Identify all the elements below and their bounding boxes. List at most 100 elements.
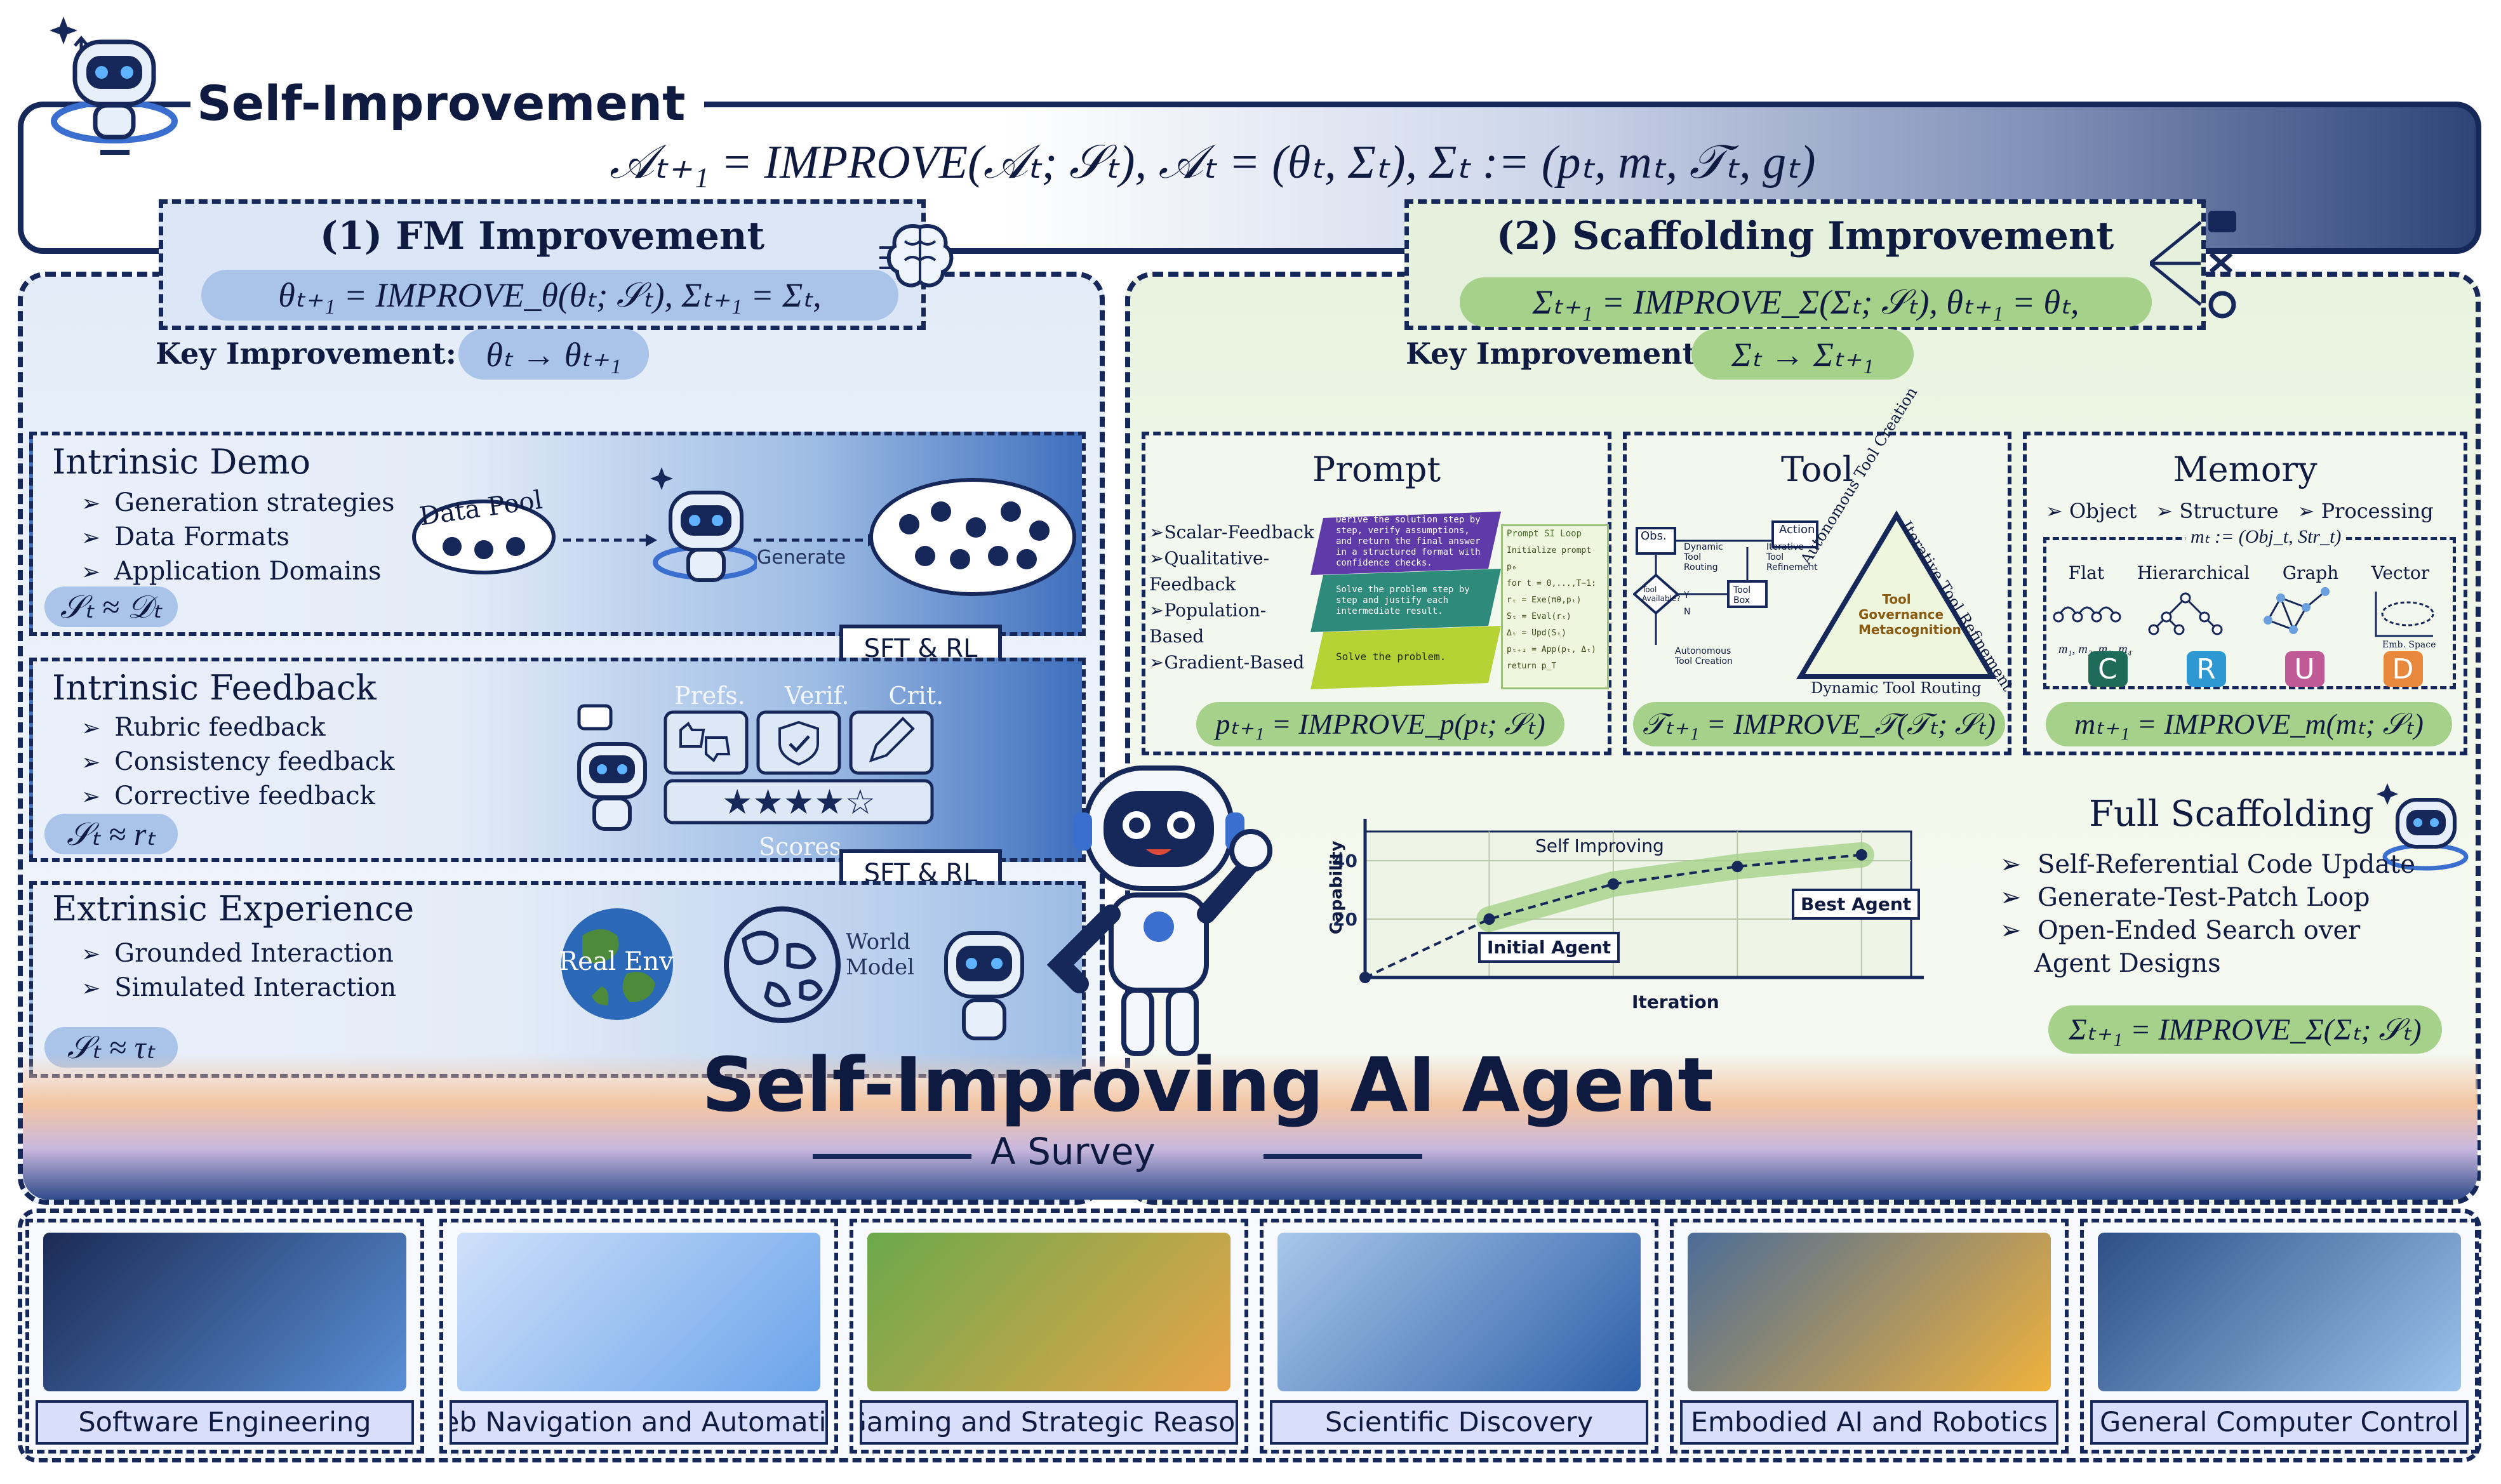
chart-xlabel: Iteration: [1632, 991, 1719, 1012]
survey-title: Self-Improving AI Agent: [702, 1041, 1714, 1129]
scientific-discovery-card: Scientific Discovery: [1260, 1219, 1658, 1454]
memory-aspects: ➢ Object ➢ Structure ➢ Processing: [2046, 499, 2434, 523]
prompt-formula: pₜ₊₁ = IMPROVE_p(pₜ; 𝒮ₜ): [1196, 702, 1564, 746]
bullet-item: Grounded Interaction: [81, 937, 396, 971]
scaffolding-formula: Σₜ₊₁ = IMPROVE_Σ(Σₜ; 𝒮ₜ), θₜ₊₁ = θₜ,: [1460, 277, 2152, 327]
chart-point: [1483, 913, 1495, 925]
memory-aspect: ➢ Processing: [2297, 499, 2434, 523]
prompt-layer-3: Solve the problem.: [1336, 651, 1446, 663]
intrinsic-feedback-section: Intrinsic Feedback Rubric feedback Consi…: [29, 658, 1086, 862]
bullet-item: ➢ Generate-Test-Patch Loop: [2000, 883, 2370, 912]
bullet-item: Corrective feedback: [81, 779, 395, 814]
gaming-card: Gaming and Strategic Reason: [850, 1219, 1248, 1454]
crud-create: C: [2088, 651, 2128, 687]
application-illustration: [1688, 1233, 2051, 1391]
intrinsic-feedback-bullets: Rubric feedback Consistency feedback Cor…: [81, 711, 395, 814]
bullet-item: Simulated Interaction: [81, 971, 396, 1005]
extrinsic-title: Extrinsic Experience: [52, 889, 415, 929]
generate-label: Generate: [757, 547, 846, 569]
main-formula: 𝒜ₜ₊₁ = IMPROVE(𝒜ₜ; 𝒮ₜ), 𝒜ₜ = (θₜ, Σₜ), Σ…: [610, 136, 1816, 189]
prefs-label: Prefs.: [674, 682, 745, 710]
prompt-method: ➢Qualitative-Feedback: [1149, 548, 1270, 595]
scores-label: Scores: [759, 833, 842, 861]
tool-yes: Y: [1684, 590, 1690, 600]
memory-title: Memory: [2173, 449, 2318, 489]
best-agent-annotation: Best Agent: [1792, 889, 1921, 920]
chart-axes: [1363, 819, 1924, 979]
self-improvement-title: Self-Improvement: [190, 75, 705, 131]
memory-box: Memory ➢ Object ➢ Structure ➢ Processing…: [2023, 432, 2467, 755]
chart-series-line: [1364, 853, 1862, 979]
brain-icon: [879, 224, 954, 288]
application-label: Gaming and Strategic Reason: [860, 1400, 1238, 1445]
fm-key-value: θₜ → θₜ₊₁: [458, 329, 649, 380]
scaffold-key-value: Σₜ → Σₜ₊₁: [1691, 329, 1914, 380]
bullet-item: Generation strategies: [81, 486, 394, 520]
extrinsic-bullets: Grounded Interaction Simulated Interacti…: [81, 937, 396, 1005]
application-illustration: [457, 1233, 820, 1391]
memory-type: Flat: [2068, 562, 2105, 583]
intrinsic-demo-formula: 𝒮ₜ ≈ 𝒟ₜ: [44, 586, 178, 627]
application-label: Embodied AI and Robotics: [1680, 1400, 2058, 1445]
memory-type: Graph: [2282, 562, 2339, 583]
application-label: General Computer Control: [2090, 1400, 2469, 1445]
generated-data-icon: [869, 478, 1076, 596]
software-engineering-card: Software Engineering: [25, 1219, 424, 1454]
world-model-icon: [724, 906, 841, 1023]
subtitle-rule-left: [813, 1154, 971, 1159]
chart-ytick: 40: [1333, 851, 1357, 871]
tool-flow-icon: [1633, 520, 1818, 645]
fm-key-label: Key Improvement:: [156, 336, 457, 371]
bullet-item: Application Domains: [81, 555, 395, 589]
verif-label: Verif.: [784, 682, 850, 710]
full-scaffolding-formula: Σₜ₊₁ = IMPROVE_Σ(Σₜ; 𝒮ₜ): [2048, 1005, 2442, 1054]
fm-formula: θₜ₊₁ = IMPROVE_θ(θₜ; 𝒮ₜ), Σₜ₊₁ = Σₜ,: [201, 270, 898, 321]
robot-mascot-icon: [1046, 765, 1272, 1056]
full-robot-icon: [2377, 783, 2469, 871]
tool-obs: Obs.: [1641, 529, 1667, 543]
chart-title: Self Improving: [1535, 835, 1664, 856]
chart-point: [1607, 878, 1619, 890]
bullet-item: Rubric feedback: [81, 711, 395, 745]
subtitle-rule-right: [1264, 1154, 1422, 1159]
application-illustration: [43, 1233, 406, 1391]
memory-types: Flat Hierarchical Graph Vector: [2052, 562, 2446, 583]
prompt-box: Prompt ➢Scalar-Feedback ➢Qualitative-Fee…: [1142, 432, 1611, 755]
chart-trend-band: [1476, 842, 1874, 932]
embodied-robotics-card: Embodied AI and Robotics: [1670, 1219, 2069, 1454]
web-navigation-card: Web Navigation and Automation: [439, 1219, 838, 1454]
data-pool-icon: [412, 500, 556, 574]
pool-arrow-icon: [563, 534, 657, 547]
applications-row: [18, 1209, 2481, 1462]
application-illustration: [2098, 1233, 2461, 1391]
tool-title: Tool: [1780, 449, 1854, 489]
fm-improvement-header: (1) FM Improvement θₜ₊₁ = IMPROVE_θ(θₜ; …: [159, 199, 926, 330]
small-robot-icon: [944, 931, 1024, 1040]
prompt-layer-1: Derive the solution step by step, verify…: [1336, 515, 1481, 568]
tool-toolbox: Tool Box: [1733, 585, 1751, 606]
vector-sublabel: Emb. Space: [2382, 640, 2436, 650]
earth-icon: [561, 908, 673, 1020]
prompt-title: Prompt: [1312, 449, 1441, 489]
tool-action: Action: [1779, 523, 1815, 536]
tool-box: Tool Obs. Action Dynamic Tool Routing It…: [1623, 384, 2017, 755]
robot-generator-icon: [650, 467, 757, 582]
full-scaffolding-title: Full Scaffolding: [2089, 793, 2374, 835]
intrinsic-demo-section: Intrinsic Demo Generation strategies Dat…: [29, 432, 1086, 636]
prompt-method: ➢Scalar-Feedback: [1149, 522, 1314, 543]
bullet-item: ➢ Self-Referential Code Update: [2000, 850, 2415, 879]
feedback-panel-icon: ★★★★☆: [664, 710, 934, 825]
memory-aspect: ➢ Structure: [2156, 499, 2279, 523]
memory-structures-icon: [2053, 587, 2434, 637]
prompt-loop-title: Prompt SI Loop: [1507, 529, 1582, 539]
memory-type: Hierarchical: [2137, 562, 2250, 583]
application-illustration: [1277, 1233, 1641, 1391]
svg-text:★★★★☆: ★★★★☆: [722, 782, 876, 822]
world-model-label: World Model: [846, 929, 915, 980]
scaffolding-header: (2) Scaffolding Improvement Σₜ₊₁ = IMPRO…: [1404, 199, 2206, 330]
survey-subtitle: A Survey: [990, 1130, 1156, 1173]
chart-ytick: 20: [1333, 909, 1357, 930]
